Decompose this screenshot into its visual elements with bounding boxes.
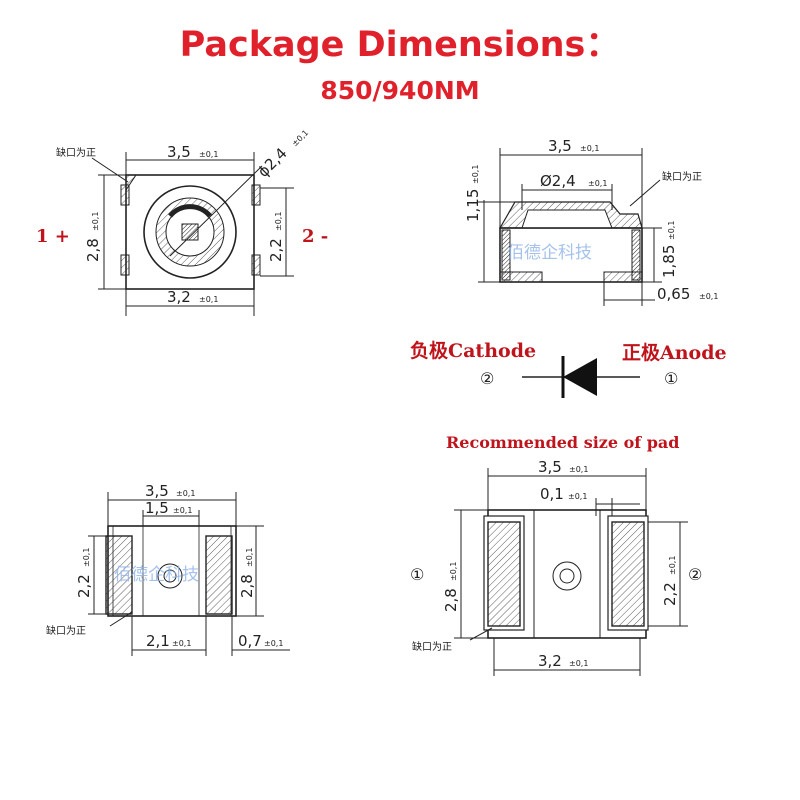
lead-frame-arc <box>168 204 212 218</box>
lens-leader-line <box>169 165 263 257</box>
pad-layout-via-inner <box>559 568 575 584</box>
notch-note: 缺口为正 <box>412 640 452 653</box>
top-view-lead-right-bottom <box>251 254 261 276</box>
bottom-view-via-outer <box>157 563 183 589</box>
side-view-diagram: 佰德企科技 3,5 ±0,1 Ø2,4 ±0,1 1,15 ±0 <box>464 137 718 306</box>
watermark: 佰德企科技 <box>114 565 199 585</box>
pin-number-left: ① <box>410 565 424 584</box>
dim-pad-width: 0,7 <box>238 632 262 650</box>
top-view-lead-right-top <box>251 184 261 206</box>
top-view-diagram: 3,5 ±0,1 3,2 ±0,1 2,8 ±0,1 2,2 ±0,1 ϕ2,4… <box>36 128 328 316</box>
top-view-lead-left-top <box>120 184 130 206</box>
dim-tolerance: ±0,1 <box>290 128 310 148</box>
dim-tolerance: ±0,1 <box>245 548 254 567</box>
dim-tolerance: ±0,1 <box>173 506 192 515</box>
dim-lead-width: 0,65 <box>657 285 690 303</box>
dim-offset: 0,1 <box>540 485 564 503</box>
watermark: 佰德企科技 <box>507 243 592 263</box>
dim-tolerance: ±0,1 <box>667 221 676 240</box>
dim-height-right: 2,2 <box>661 582 679 606</box>
dim-height-right: 2,2 <box>267 238 285 262</box>
side-view-lead-right <box>603 271 643 283</box>
pad-layout-pad-left <box>487 521 521 627</box>
pad-layout-diagram: Recommended size of pad <box>410 433 702 676</box>
pad-layout-pad-right <box>611 521 645 627</box>
dim-tolerance: ±0,1 <box>176 489 195 498</box>
dim-tolerance: ±0,1 <box>172 639 191 648</box>
dim-inner-gap: 1,5 <box>145 499 169 517</box>
pin-label-right: 2 - <box>302 226 328 247</box>
notch-note: 缺口为正 <box>56 146 96 159</box>
notch-leader-line <box>109 611 133 627</box>
dim-pad-spacing: 2,1 <box>146 632 170 650</box>
dim-height-left: 2,8 <box>84 238 102 262</box>
dim-lens-diameter: Ø2,4 <box>540 172 576 190</box>
dim-width: 3,5 <box>548 137 572 155</box>
top-view-body <box>125 174 255 290</box>
page-title: Package Dimensions： <box>179 25 621 65</box>
pin-label-left: 1 + <box>36 226 70 247</box>
bottom-view-pad-left <box>105 535 133 615</box>
top-view-lead-left-bottom <box>120 254 130 276</box>
dim-height-right: 2,8 <box>238 574 256 598</box>
pad-layout-center <box>533 509 601 639</box>
dim-tolerance: ±0,1 <box>588 179 607 188</box>
pin-number-right: ② <box>688 565 702 584</box>
notch-leader-line <box>469 627 493 641</box>
notch-note: 缺口为正 <box>46 624 86 637</box>
led-chip <box>181 223 199 241</box>
polarity-diagram: 负极Cathode 正极Anode ② ① <box>410 339 727 398</box>
dim-height-left: 2,8 <box>442 588 460 612</box>
cathode-label: 负极Cathode <box>410 339 536 362</box>
dim-tolerance: ±0,1 <box>264 639 283 648</box>
notch-leader-line <box>91 157 129 183</box>
dim-tolerance: ±0,1 <box>91 212 100 231</box>
dim-tolerance: ±0,1 <box>569 465 588 474</box>
dim-width-bottom: 3,2 <box>167 288 191 306</box>
anode-pin-number: ① <box>664 369 678 388</box>
lens-outer-circle <box>143 185 237 279</box>
side-view-lens-top <box>521 209 613 229</box>
notch-leader-line <box>629 179 661 207</box>
bottom-view-pad-right <box>205 535 233 615</box>
dim-lens-diameter: ϕ2,4 <box>254 144 291 181</box>
bottom-view-via-inner <box>163 569 177 583</box>
dim-tolerance: ±0,1 <box>471 165 480 184</box>
dim-tolerance: ±0,1 <box>199 150 218 159</box>
dim-width-bottom: 3,2 <box>538 652 562 670</box>
pad-layout-title: Recommended size of pad <box>446 433 679 452</box>
side-view-body <box>499 227 643 283</box>
dim-tolerance: ±0,1 <box>569 659 588 668</box>
dim-tolerance: ±0,1 <box>580 144 599 153</box>
pad-layout-via-outer <box>552 561 582 591</box>
dim-total-height: 1,15 <box>464 189 482 222</box>
notch-note: 缺口为正 <box>662 170 702 183</box>
side-view-lead-left <box>499 271 543 283</box>
dim-width-top: 3,5 <box>145 482 169 500</box>
dim-width-top: 3,5 <box>538 458 562 476</box>
cathode-pin-number: ② <box>480 369 494 388</box>
dim-tolerance: ±0,1 <box>668 556 677 575</box>
anode-label: 正极Anode <box>622 341 727 364</box>
dim-tolerance: ±0,1 <box>449 562 458 581</box>
bottom-view-diagram: 佰德企科技 3,5 ±0,1 1,5 ±0,1 2,2 <box>46 482 290 656</box>
dim-height-left: 2,2 <box>75 574 93 598</box>
dim-tolerance: ±0,1 <box>199 295 218 304</box>
diode-triangle <box>563 358 597 396</box>
dim-tolerance: ±0,1 <box>568 492 587 501</box>
page-subtitle: 850/940NM <box>320 76 480 105</box>
dim-tolerance: ±0,1 <box>274 212 283 231</box>
dim-body-height: 1,85 <box>660 245 678 278</box>
dim-tolerance: ±0,1 <box>82 548 91 567</box>
dim-width-top: 3,5 <box>167 143 191 161</box>
dim-tolerance: ±0,1 <box>699 292 718 301</box>
